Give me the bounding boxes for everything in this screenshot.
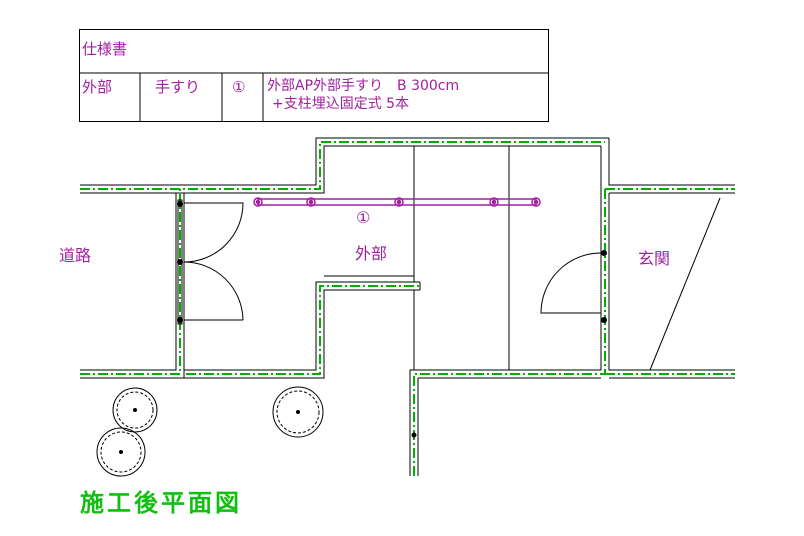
spec-description-line1: 外部AP外部手すり B 300cm [267,78,460,94]
label-entrance: 玄関 [638,249,671,268]
handrail-post-center [491,199,497,205]
spec-title: 仕様書 [82,40,128,58]
handrail-post [306,197,316,207]
trees [96,386,324,477]
handrail-post [531,197,541,207]
handrail-post-center [308,199,314,205]
handrail-post [489,197,499,207]
tree-icon [112,387,158,433]
handrail-post [253,197,263,207]
spec-location: 外部 [82,78,113,96]
handrail-post-center [533,199,539,205]
handrail-post-center [255,199,261,205]
door-hinges [177,199,607,438]
drawing-caption: 施工後平面図 [80,489,242,517]
tree-icon [96,427,146,477]
entrance-door [540,252,602,314]
wall-bottom-left [80,189,421,379]
label-exterior: 外部 [355,244,388,263]
wall-right-upper [409,138,735,476]
wall-top [80,137,609,194]
handrail-post-center [396,199,402,205]
double-door [183,202,244,321]
label-road: 道路 [59,246,92,265]
handrail [253,197,541,207]
spec-item: 手すり [155,78,201,96]
spec-description-line2: +支柱埋込固定式 5本 [272,96,410,112]
spec-table [79,29,549,122]
handrail-post [394,197,404,207]
spec-marker: ① [232,78,246,96]
entrance-step [649,197,721,371]
interior-lines [184,146,510,370]
handrail-marker: ① [356,208,371,227]
tree-icon [272,386,324,438]
